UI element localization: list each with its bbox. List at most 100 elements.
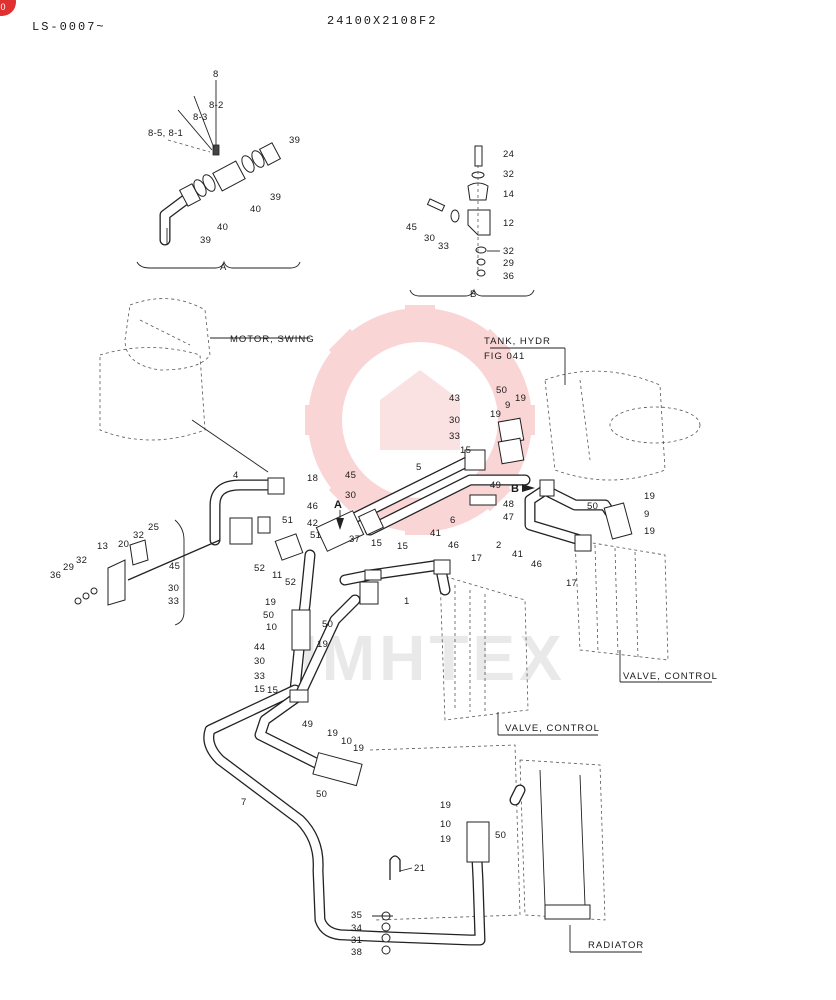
svg-text:40: 40 (250, 204, 261, 215)
svg-text:25: 25 (148, 522, 159, 533)
tank-outline (544, 370, 701, 481)
svg-text:29: 29 (503, 258, 514, 269)
svg-text:52: 52 (285, 577, 296, 588)
svg-text:50: 50 (322, 619, 333, 630)
svg-text:49: 49 (490, 480, 501, 491)
svg-text:44: 44 (254, 642, 265, 653)
svg-text:52: 52 (254, 563, 265, 574)
svg-text:36: 36 (50, 570, 61, 581)
svg-text:33: 33 (168, 596, 179, 607)
leader-lines (191, 337, 712, 953)
svg-text:24: 24 (503, 149, 514, 160)
svg-text:50: 50 (495, 830, 506, 841)
svg-text:A: A (334, 499, 342, 511)
svg-text:8: 8 (213, 69, 219, 80)
caption-valve-control-2: VALVE, CONTROL (505, 723, 600, 734)
svg-text:19: 19 (327, 728, 338, 739)
svg-text:19: 19 (515, 393, 526, 404)
svg-text:5: 5 (416, 462, 422, 473)
corner-badge: 0 (0, 0, 16, 16)
svg-text:30: 30 (345, 490, 356, 501)
svg-text:19: 19 (490, 409, 501, 420)
svg-text:B: B (511, 483, 519, 495)
control-valve-outline-2 (574, 539, 669, 661)
caption-valve-control-1: VALVE, CONTROL (623, 671, 718, 682)
svg-text:10: 10 (266, 622, 277, 633)
svg-text:19: 19 (440, 834, 451, 845)
svg-text:10: 10 (440, 819, 451, 830)
svg-text:33: 33 (449, 431, 460, 442)
svg-text:38: 38 (351, 947, 362, 958)
svg-text:19: 19 (353, 743, 364, 754)
svg-text:13: 13 (97, 541, 108, 552)
svg-text:32: 32 (503, 246, 514, 257)
svg-text:41: 41 (430, 528, 441, 539)
left-bracket-callouts: 13 20 32 25 36 29 32 45 30 33 (50, 522, 180, 607)
svg-text:33: 33 (438, 241, 449, 252)
svg-text:50: 50 (316, 789, 327, 800)
svg-text:30: 30 (168, 583, 179, 594)
svg-text:2: 2 (496, 540, 502, 551)
radiator-outline (369, 744, 606, 921)
svg-text:19: 19 (317, 639, 328, 650)
svg-text:36: 36 (503, 271, 514, 282)
svg-text:51: 51 (282, 515, 293, 526)
svg-text:7: 7 (241, 797, 247, 808)
svg-text:33: 33 (254, 671, 265, 682)
svg-text:18: 18 (307, 473, 318, 484)
svg-text:51: 51 (310, 530, 321, 541)
svg-text:39: 39 (289, 135, 300, 146)
svg-text:19: 19 (440, 800, 451, 811)
swing-motor-outline (99, 298, 211, 441)
svg-text:15: 15 (254, 684, 265, 695)
svg-text:34: 34 (351, 923, 362, 934)
svg-text:8-5, 8-1: 8-5, 8-1 (148, 128, 183, 139)
svg-text:45: 45 (406, 222, 417, 233)
svg-text:30: 30 (424, 233, 435, 244)
svg-text:10: 10 (341, 736, 352, 747)
svg-text:15: 15 (460, 445, 471, 456)
caption-fig: FIG 041 (484, 351, 525, 362)
svg-text:45: 45 (345, 470, 356, 481)
svg-text:50: 50 (587, 501, 598, 512)
svg-text:32: 32 (76, 555, 87, 566)
control-valve-outline-1 (439, 574, 529, 721)
svg-text:12: 12 (503, 218, 514, 229)
svg-text:43: 43 (449, 393, 460, 404)
svg-text:19: 19 (265, 597, 276, 608)
svg-text:45: 45 (169, 561, 180, 572)
svg-text:14: 14 (503, 189, 514, 200)
detail-b: B 24 32 14 12 45 30 33 32 29 36 (406, 145, 535, 300)
fittings (74, 417, 633, 955)
svg-text:30: 30 (449, 415, 460, 426)
watermark-text: IMHTEX (300, 622, 566, 694)
view-arrow-a: A (334, 499, 344, 530)
svg-text:31: 31 (351, 935, 362, 946)
detail-b-label: B (470, 289, 477, 300)
caption-motor-swing: MOTOR, SWING (230, 334, 315, 345)
svg-text:4: 4 (233, 470, 239, 481)
svg-text:15: 15 (371, 538, 382, 549)
svg-text:17: 17 (566, 578, 577, 589)
svg-text:49: 49 (302, 719, 313, 730)
svg-text:39: 39 (270, 192, 281, 203)
svg-text:46: 46 (307, 501, 318, 512)
svg-text:35: 35 (351, 910, 362, 921)
svg-text:21: 21 (414, 863, 425, 874)
svg-text:40: 40 (217, 222, 228, 233)
svg-text:50: 50 (263, 610, 274, 621)
svg-text:37: 37 (349, 534, 360, 545)
view-arrow-b: B (511, 483, 535, 495)
svg-text:9: 9 (505, 400, 511, 411)
part-code: 24100X2108F2 (327, 14, 437, 28)
svg-text:41: 41 (512, 549, 523, 560)
svg-text:46: 46 (531, 559, 542, 570)
svg-text:50: 50 (496, 385, 507, 396)
svg-text:29: 29 (63, 562, 74, 573)
svg-text:39: 39 (200, 235, 211, 246)
caption-radiator: RADIATOR (588, 940, 644, 951)
main-callouts: 4 18 46 42 51 51 52 11 52 45 30 5 15 50 … (233, 385, 655, 958)
svg-text:32: 32 (503, 169, 514, 180)
svg-text:46: 46 (448, 540, 459, 551)
